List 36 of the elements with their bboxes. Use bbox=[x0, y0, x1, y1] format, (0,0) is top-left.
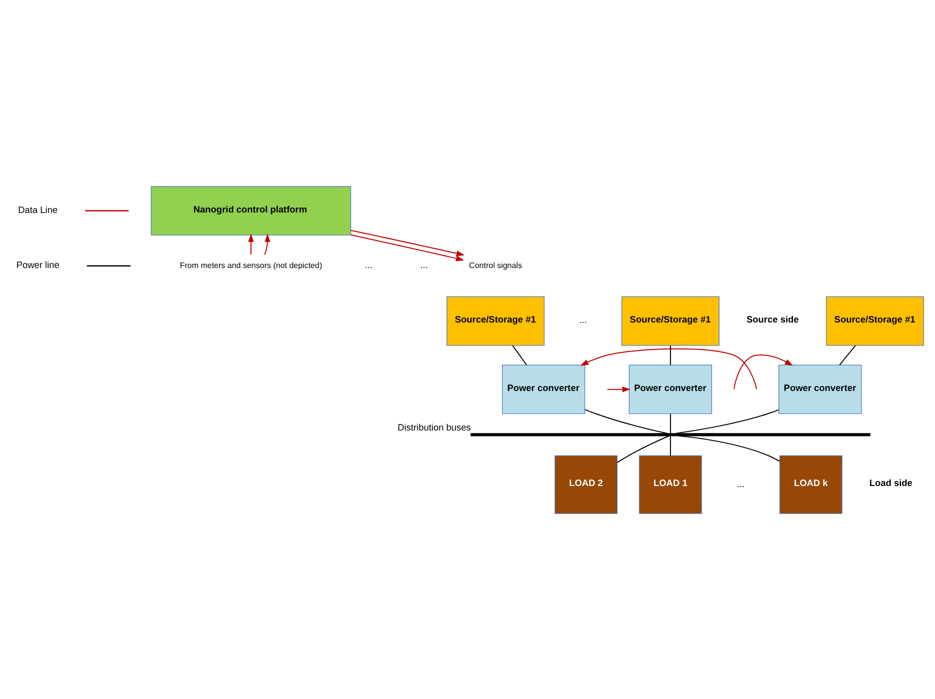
node-box: LOAD k bbox=[779, 454, 842, 514]
arrow bbox=[580, 348, 758, 390]
label: Load side bbox=[869, 478, 912, 488]
label: ... bbox=[364, 260, 372, 270]
arrow bbox=[606, 386, 630, 392]
arrow bbox=[350, 229, 465, 256]
connector bbox=[616, 435, 670, 462]
node-box: LOAD 1 bbox=[639, 454, 702, 514]
label: Source side bbox=[746, 314, 799, 324]
node-box: Power converter bbox=[778, 364, 862, 414]
node-box: Power converter bbox=[502, 364, 586, 414]
connector bbox=[678, 434, 780, 462]
connector bbox=[670, 435, 671, 456]
connector bbox=[512, 344, 528, 366]
legend-label: Data Line bbox=[18, 204, 58, 214]
node-box: Source/Storage #1 bbox=[826, 296, 924, 346]
node-box: Source/Storage #1 bbox=[621, 296, 720, 346]
connector bbox=[839, 344, 856, 366]
node-label: Distribution buses bbox=[398, 422, 471, 432]
node-box: Nanogrid control platform bbox=[150, 186, 352, 235]
node-box: LOAD 2 bbox=[554, 454, 618, 514]
connector bbox=[674, 408, 780, 434]
label: ... bbox=[420, 260, 428, 270]
connector bbox=[670, 412, 671, 434]
arrow bbox=[264, 233, 270, 255]
arrow bbox=[248, 233, 254, 255]
node-box: Power converter bbox=[628, 364, 712, 414]
connector bbox=[670, 344, 671, 366]
connector bbox=[584, 408, 668, 434]
legend-label: Power line bbox=[16, 260, 60, 270]
label: ... bbox=[736, 478, 745, 488]
node-bar bbox=[470, 432, 870, 436]
arrow bbox=[733, 354, 793, 390]
node-box: Source/Storage #1 bbox=[446, 296, 544, 346]
label: ... bbox=[579, 314, 587, 325]
arrow bbox=[350, 234, 464, 261]
